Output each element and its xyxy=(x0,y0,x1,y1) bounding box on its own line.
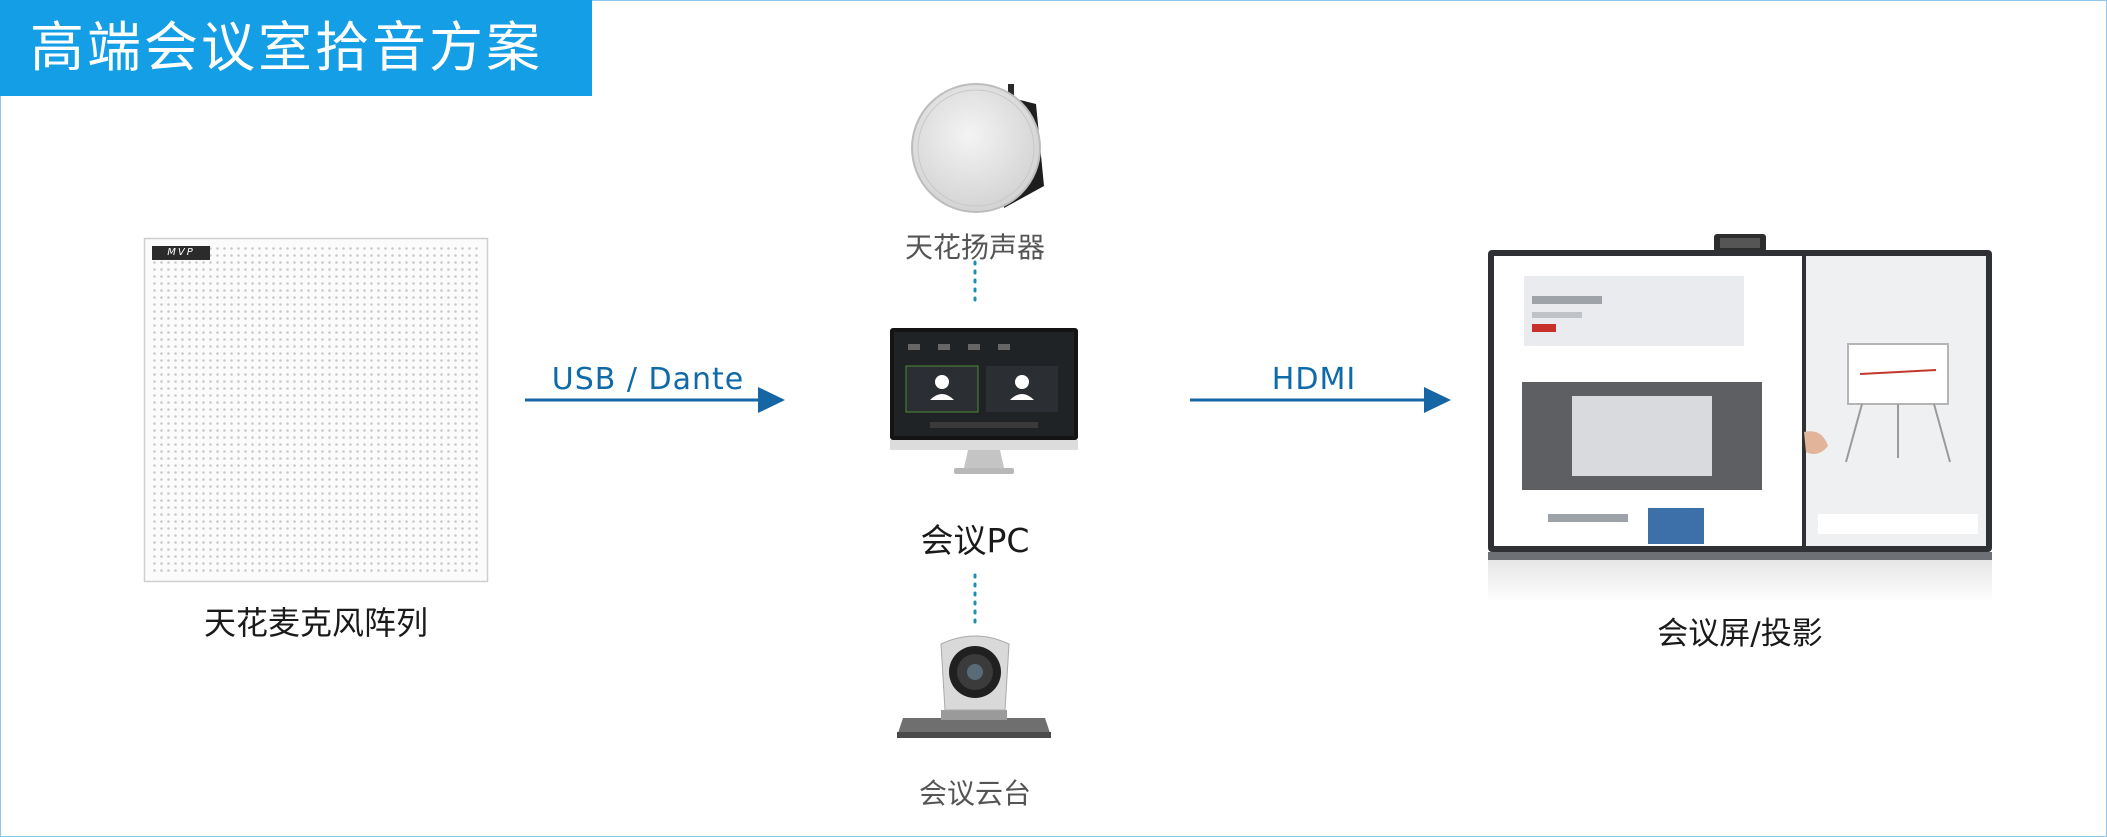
speaker-label: 天花扬声器 xyxy=(904,231,1045,264)
mic-array-label: 天花麦克风阵列 xyxy=(203,604,428,642)
monitor-icon xyxy=(890,328,1078,474)
ceiling-speaker-icon xyxy=(911,83,1044,213)
pc-label: 会议PC xyxy=(920,521,1030,560)
page-title: 高端会议室拾音方案 xyxy=(0,0,592,96)
edge-mic-to-pc xyxy=(525,387,785,413)
conference-pc xyxy=(890,328,1078,478)
edge-pc-to-display xyxy=(1190,387,1451,413)
ceiling-speaker xyxy=(908,76,1048,216)
conference-display xyxy=(1488,232,1992,602)
conference-camera xyxy=(895,632,1055,744)
edge-label-hdmi: HDMI xyxy=(1271,362,1357,397)
edge-label-usb-dante: USB / Dante xyxy=(551,362,745,397)
display-label: 会议屏/投影 xyxy=(1657,616,1823,652)
mic-array-brand-logo: MVP xyxy=(167,247,195,258)
camera-label: 会议云台 xyxy=(918,777,1031,810)
display-screen-icon xyxy=(1488,234,1992,602)
mic-array-panel-icon xyxy=(143,237,489,583)
ceiling-mic-array: MVP xyxy=(143,237,489,583)
ptz-camera-icon xyxy=(897,635,1051,738)
